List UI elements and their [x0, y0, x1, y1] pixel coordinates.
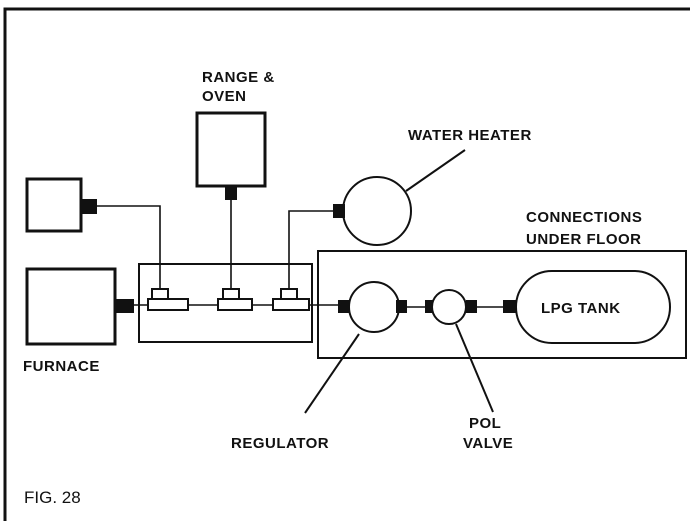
label-lpg-tank: LPG TANK: [541, 300, 621, 317]
appliance-box-unlabeled: [25, 177, 83, 233]
range-oven-box: [195, 111, 267, 188]
connector-appliance: [81, 199, 97, 214]
connector-valve-right: [466, 300, 477, 313]
furnace-box: [25, 267, 117, 346]
connector-regulator-right: [396, 300, 407, 313]
label-valve: VALVE: [463, 435, 513, 452]
label-range-oven: RANGE &: [202, 69, 275, 86]
label-range-oven: OVEN: [202, 88, 247, 105]
connector-range: [225, 186, 237, 200]
figure-caption: FIG. 28: [24, 488, 81, 507]
connector-valve-left: [425, 300, 433, 313]
pipe-to-water-heater: [288, 210, 333, 297]
label-connections: CONNECTIONS: [526, 209, 642, 226]
water-heater: [342, 176, 412, 246]
label-under-floor: UNDER FLOOR: [526, 231, 642, 248]
under-floor-box: [317, 250, 687, 359]
leader-pol-valve: [455, 323, 494, 413]
tee-fitting-2: [217, 288, 253, 311]
leader-regulator: [304, 333, 360, 414]
label-water-heater: WATER HEATER: [408, 127, 532, 144]
label-pol: POL: [469, 415, 501, 432]
figure-frame: [3, 7, 690, 521]
connector-water-heater: [333, 204, 345, 218]
pipe-to-appliance: [97, 205, 161, 297]
tee-fitting-3: [272, 288, 310, 311]
pol-valve: [431, 289, 467, 325]
connector-regulator-left: [338, 300, 349, 313]
leader-water-heater: [405, 149, 466, 192]
tee-fitting-1: [147, 288, 189, 311]
regulator: [348, 281, 400, 333]
label-regulator: REGULATOR: [231, 435, 329, 452]
manifold-box: [138, 263, 313, 343]
connector-tank: [503, 300, 516, 313]
connector-furnace: [115, 299, 134, 313]
label-furnace: FURNACE: [23, 358, 100, 375]
